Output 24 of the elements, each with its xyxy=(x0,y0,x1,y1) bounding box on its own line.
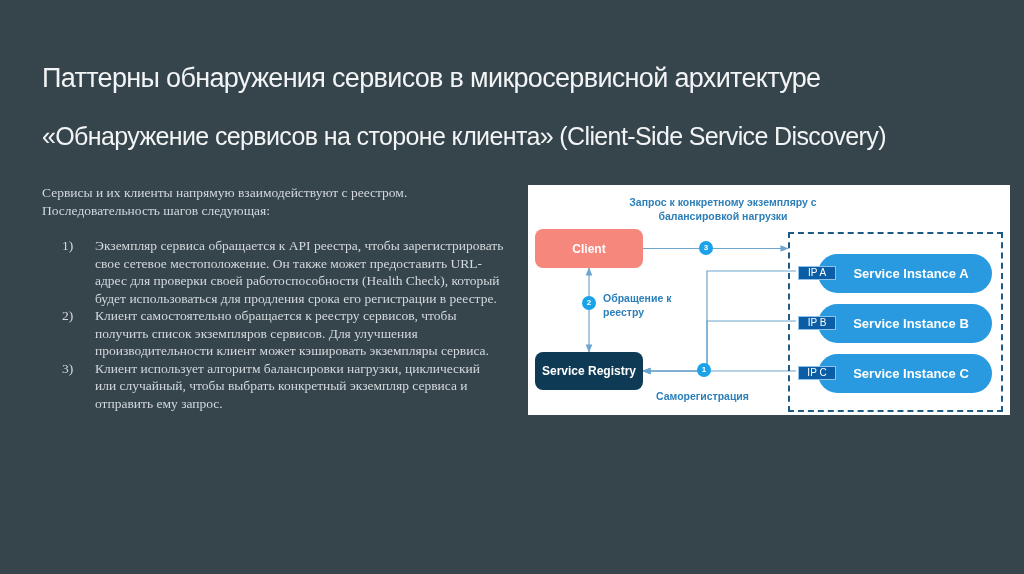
list-number: 3) xyxy=(61,359,75,378)
step-number-badge: 3 xyxy=(699,241,713,255)
diagram-caption: Обращение к реестру xyxy=(603,291,673,319)
ip-tag: IP C xyxy=(798,366,836,380)
ip-tag: IP B xyxy=(798,316,836,330)
connector-arrow xyxy=(642,367,797,375)
connector-arrow xyxy=(585,267,593,353)
ip-tag: IP A xyxy=(798,266,836,280)
list-item-text: Клиент использует алгоритм балансировки нагрузки, циклический или случайный, чтобы выбрать конкретный экземпляр сервиса и отправить ему запрос. xyxy=(94,359,482,412)
list-number: 1) xyxy=(61,237,75,255)
step-number-badge: 2 xyxy=(582,296,596,310)
diagram-caption: Саморегистрация xyxy=(656,389,750,403)
list-item-text: Клиент самостоятельно обращается к реестру сервисов, чтобы получить список экземпляров сервисов. Для улучшения производительности клиент может кэшировать экземпляры сервиса. xyxy=(94,307,490,360)
client-box: Client xyxy=(535,229,643,268)
subtitle: «Обнаружение сервисов на стороне клиента» (Client-Side Service Discovery) xyxy=(42,121,886,152)
dashed-group-frame xyxy=(788,232,1003,412)
registry-box: Service Registry xyxy=(535,352,643,390)
connector-arrow xyxy=(642,245,789,252)
list-number: 2) xyxy=(61,307,75,325)
intro-paragraph: Сервисы и их клиенты напрямую взаимодействуют с реестром. Последовательность шагов следующая: xyxy=(42,184,409,219)
title: Паттерны обнаружения сервисов в микросервисной архитектуре xyxy=(42,62,821,95)
diagram-caption: Запрос к конкретному экземпляру с балансировкой нагрузки xyxy=(628,195,818,223)
step-number-badge: 1 xyxy=(697,363,711,377)
list-item-text: Экземпляр сервиса обращается к API реестра, чтобы зарегистрировать свое сетевое местоположение. Он также может предоставить URL-адрес для проверки своей работоспособности (Health Check), который будет использоваться для продления срока его регистрации в реестре. xyxy=(94,237,504,307)
